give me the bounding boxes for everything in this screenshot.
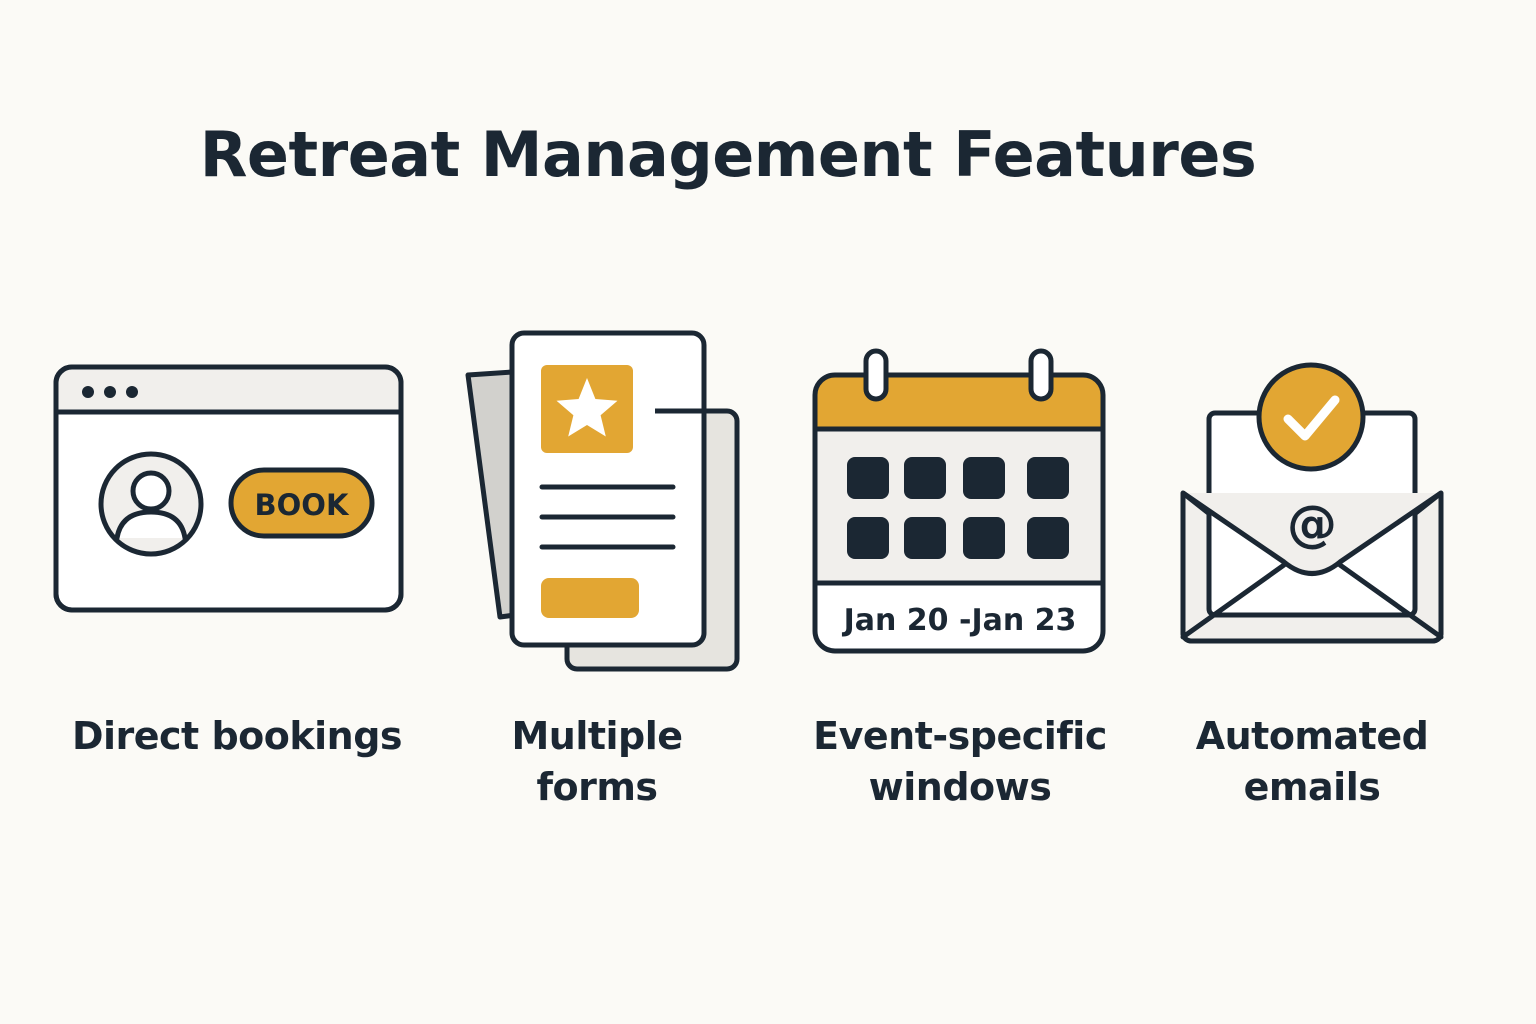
calendar-days-grid [847,457,1069,559]
calendar-ring [1028,348,1054,402]
calendar-day-cell [847,457,889,499]
feature-label-event-specific-windows: Event-specific windows [813,714,1107,809]
user-avatar-icon [98,451,204,557]
date-range: Jan 20 -Jan 23 [842,603,1077,638]
email-check-icon: @ [1180,362,1444,644]
page-title: Retreat Management Features [199,118,1257,191]
form-submit-bar [541,578,639,618]
calendar-day-cell [1027,517,1069,559]
book-button-label: BOOK [255,488,350,522]
calendar-day-cell [963,517,1005,559]
feature-label-multiple-forms: Multiple forms [511,714,683,809]
calendar-day-cell [963,457,1005,499]
calendar-icon: Jan 20 -Jan 23 [812,348,1106,654]
browser-booking-icon: BOOK [53,364,404,613]
at-symbol-icon: @ [1287,495,1337,553]
calendar-day-cell [1027,457,1069,499]
stacked-forms-icon [465,330,740,672]
star-icon [541,365,633,453]
calendar-day-cell [847,517,889,559]
window-dot-icon [82,386,94,398]
window-dot-icon [104,386,116,398]
feature-label-direct-bookings: Direct bookings [71,714,403,758]
calendar-day-cell [904,457,946,499]
check-badge-icon [1256,362,1366,472]
window-dot-icon [126,386,138,398]
calendar-day-cell [904,517,946,559]
calendar-ring [863,348,889,402]
feature-label-automated-emails: Automated emails [1195,714,1429,809]
book-button[interactable]: BOOK [228,467,375,539]
